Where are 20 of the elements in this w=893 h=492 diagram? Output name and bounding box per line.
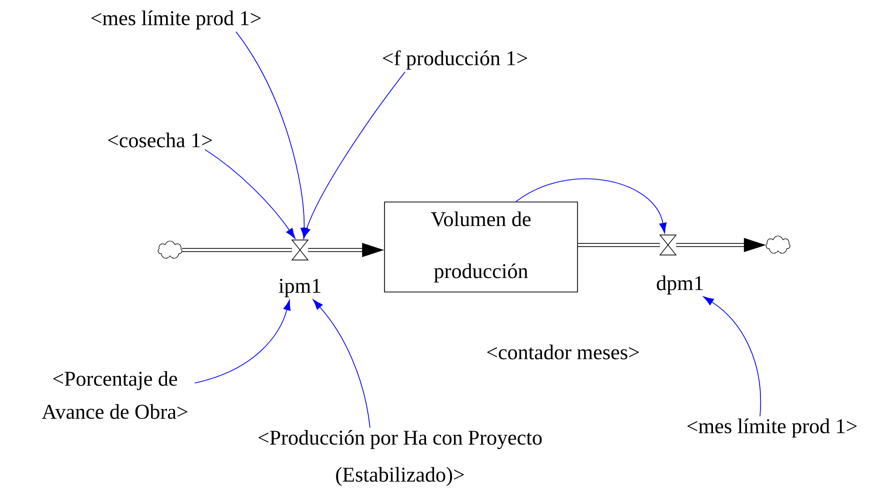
- flow-pipe: [182, 248, 292, 252]
- variable-name: <mes límite prod 1>: [687, 418, 857, 438]
- link-arrow: [303, 71, 406, 238]
- variable-name: <Porcentaje de Avance de Obra>: [42, 371, 188, 419]
- link-arrow: [703, 296, 762, 417]
- variable-name: <Producción por Ha con Proyecto (Estabilizado)>: [258, 430, 542, 486]
- stock-box: Volumen de producción: [384, 202, 578, 292]
- link-arrow: [194, 300, 291, 384]
- link-arrow: [204, 149, 296, 239]
- valve-label: dpm1: [656, 275, 703, 295]
- valve-label: ipm1: [278, 278, 320, 298]
- cloud-icon: [766, 236, 790, 254]
- variable-name: <contador meses>: [487, 344, 639, 360]
- link-arrow: [312, 299, 370, 428]
- link-arrow: [516, 178, 667, 234]
- flow-pipe: [578, 242, 660, 248]
- cloud-icon: [158, 240, 182, 259]
- variable-name: <mes límite prod 1>: [91, 10, 261, 30]
- variable-name: <f producción 1>: [382, 50, 528, 70]
- variable-name: <cosecha 1>: [108, 132, 212, 148]
